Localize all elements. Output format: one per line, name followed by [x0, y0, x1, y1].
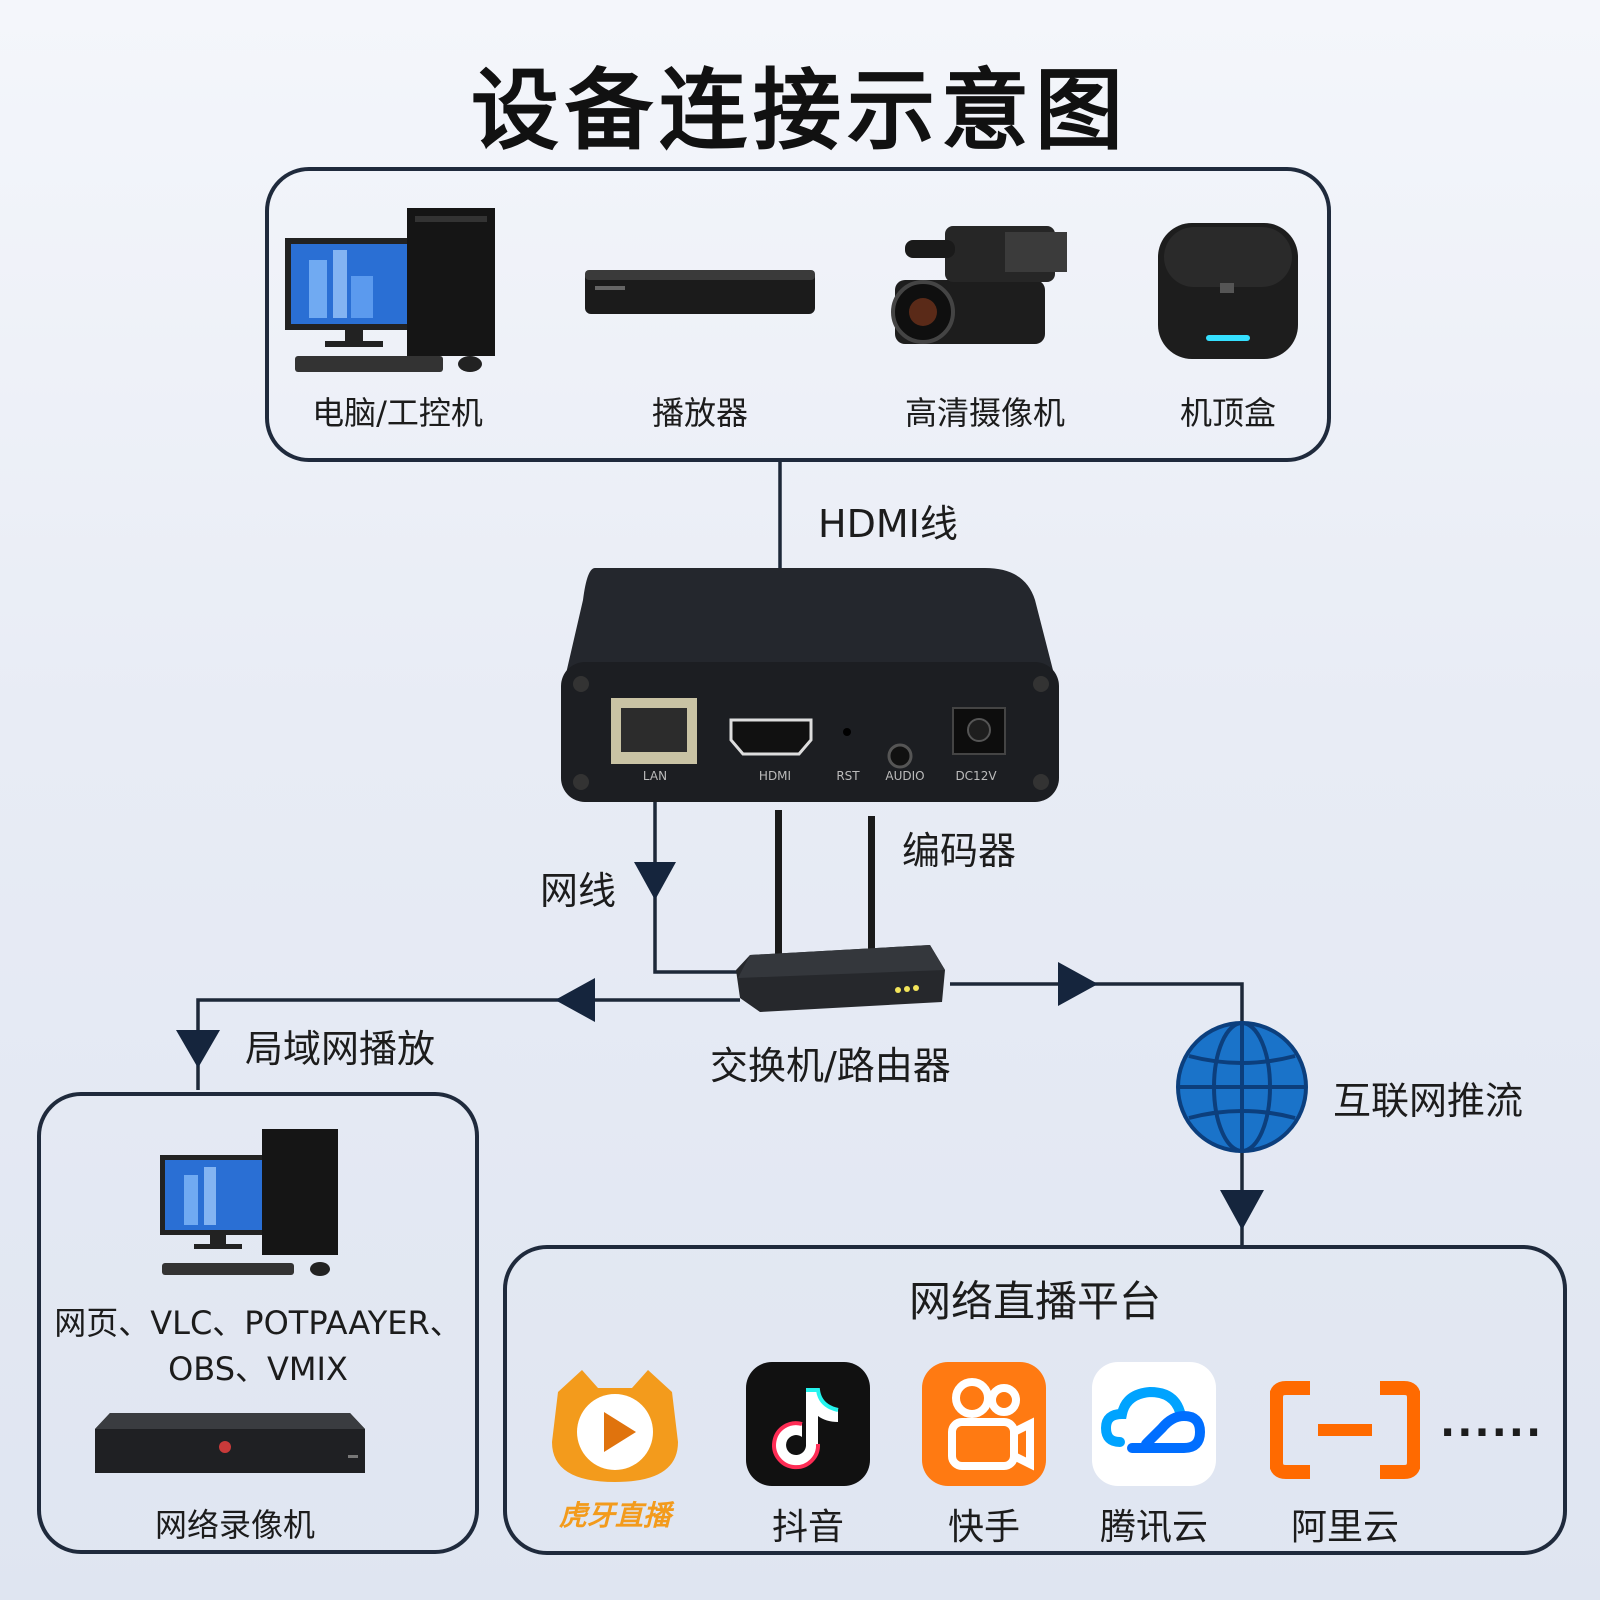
- set-top-box-icon: [1158, 223, 1298, 359]
- desktop-computer-icon: [285, 208, 495, 372]
- port-label-audio: AUDIO: [885, 769, 925, 783]
- switch-router-label: 交换机/路由器: [710, 1044, 951, 1088]
- internet-push-label: 互联网推流: [1333, 1079, 1524, 1123]
- local-arrow-horizontal: [555, 978, 595, 1022]
- port-label-hdmi: HDMI: [758, 769, 792, 783]
- diagram-title: 设备连接示意图: [470, 59, 1129, 162]
- encoder-label: 编码器: [902, 829, 1017, 873]
- lan-play-label: 局域网播放: [245, 1027, 436, 1071]
- douyin-logo-icon: [746, 1362, 870, 1486]
- more-platforms-ellipsis: ......: [1440, 1400, 1544, 1446]
- source-devices-panel: [265, 167, 1331, 462]
- alibaba-cloud-label: 阿里云: [1290, 1507, 1399, 1548]
- source-label-computer: 电脑/工控机: [312, 394, 483, 432]
- platform-arrow: [1220, 1190, 1264, 1230]
- encoder-device-icon: [561, 568, 1059, 802]
- lan-arrow: [634, 862, 676, 900]
- camcorder-icon: [891, 226, 1067, 344]
- kuaishou-logo-icon: [922, 1362, 1046, 1486]
- lan-desktop-computer-icon: [160, 1129, 338, 1276]
- lan-clients-text-line2: OBS、VMIX: [168, 1350, 348, 1388]
- huya-logo-text: 虎牙直播: [558, 1499, 671, 1532]
- internet-arrow: [1058, 962, 1098, 1006]
- network-video-recorder-icon: [95, 1413, 365, 1473]
- live-platform-panel: [503, 1245, 1567, 1555]
- port-label-lan: LAN: [642, 769, 668, 783]
- router-icon: [736, 810, 945, 1012]
- kuaishou-label: 快手: [947, 1507, 1020, 1548]
- source-label-player: 播放器: [651, 394, 748, 432]
- hdmi-cable-label: HDMI线: [818, 502, 958, 546]
- source-label-set-top-box: 机顶盒: [1179, 394, 1276, 432]
- alibaba-cloud-logo-icon: [1270, 1381, 1420, 1479]
- huya-logo-icon: [552, 1370, 678, 1482]
- source-label-camcorder: 高清摄像机: [904, 394, 1065, 432]
- internet-line: [950, 982, 1244, 1025]
- network-video-recorder-label: 网络录像机: [154, 1506, 315, 1544]
- port-label-rst: RST: [836, 769, 860, 783]
- live-platform-title: 网络直播平台: [908, 1277, 1161, 1326]
- local-arrow-down: [176, 1030, 220, 1068]
- lan-line: [653, 795, 740, 974]
- lan-clients-text-line1: 网页、VLC、POTPAAYER、: [54, 1304, 462, 1342]
- media-player-icon: [585, 270, 815, 314]
- tencent-cloud-label: 腾讯云: [1099, 1507, 1208, 1548]
- globe-icon: [1176, 1021, 1308, 1153]
- port-label-dc: DC12V: [955, 769, 997, 783]
- lan-clients-text: 网页、VLC、POTPAAYER、 OBS、VMIX: [40, 1300, 476, 1392]
- network-cable-label: 网线: [540, 869, 617, 913]
- lan-clients-panel: [37, 1092, 479, 1554]
- tencent-cloud-logo-icon: [1092, 1362, 1216, 1486]
- douyin-label: 抖音: [771, 1507, 844, 1548]
